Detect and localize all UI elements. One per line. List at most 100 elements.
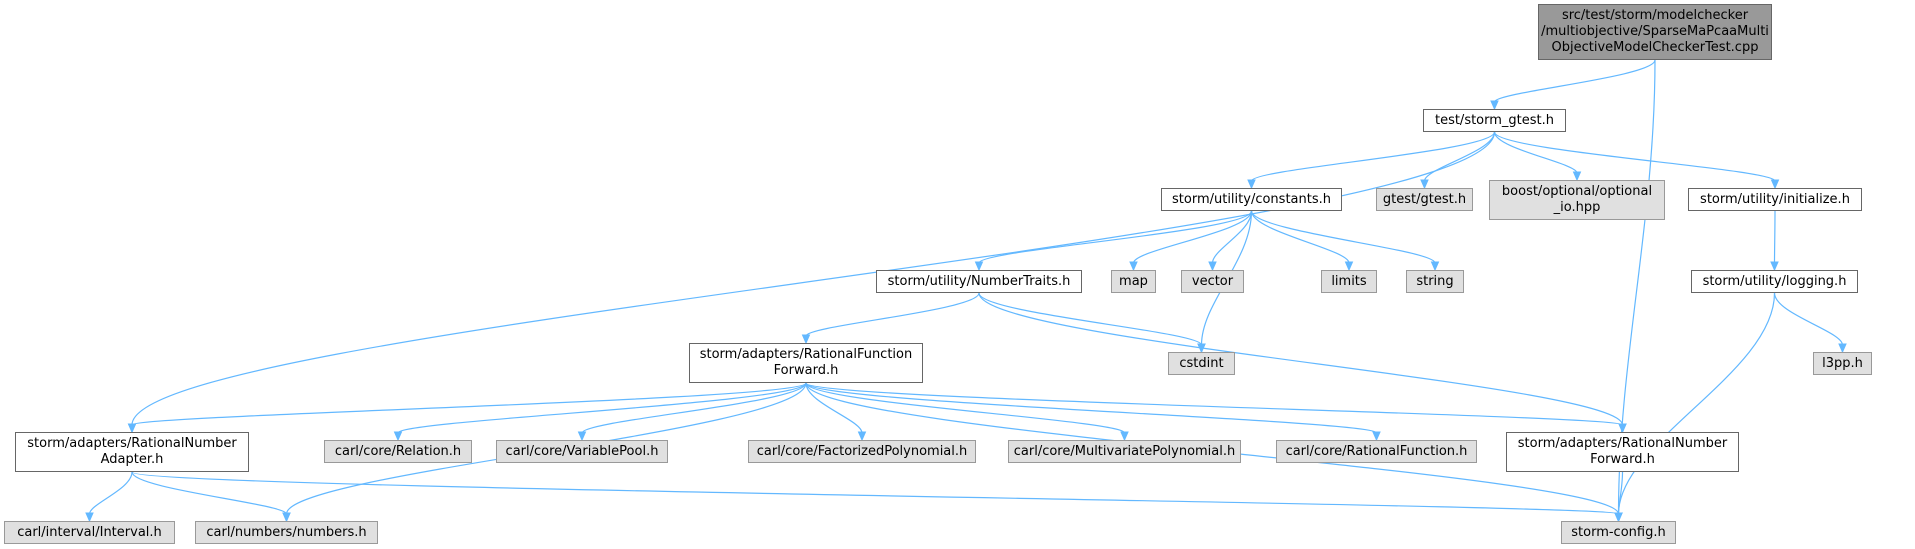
node-root[interactable]: src/test/storm/modelchecker/multiobjecti…: [1538, 4, 1772, 60]
edge-gtest-to-constants: [1250, 131, 1496, 182]
node-numbertraits[interactable]: storm/utility/NumberTraits.h: [876, 270, 1082, 293]
node-constants[interactable]: storm/utility/constants.h: [1161, 188, 1342, 211]
node-gtest[interactable]: test/storm_gtest.h: [1423, 109, 1566, 132]
edge-rff-to-varpool: [581, 382, 807, 434]
node-label-line: Forward.h: [773, 363, 839, 378]
node-label-line: storm/adapters/RationalNumber: [27, 436, 237, 451]
node-label-line: carl/core/VariablePool.h: [505, 443, 659, 459]
node-label-line: carl/core/Relation.h: [334, 443, 462, 459]
node-label-line: carl/numbers/numbers.h: [206, 524, 367, 540]
node-label-line: ObjectiveModelCheckerTest.cpp: [1551, 40, 1759, 55]
edge-arrowhead: [1490, 100, 1499, 111]
node-multipoly: carl/core/MultivariatePolynomial.h: [1008, 440, 1241, 463]
edge-rna-to-interval: [88, 471, 133, 515]
edge-arrowhead: [577, 431, 587, 442]
edge-constants-to-map: [1132, 210, 1253, 264]
edge-gtest-to-boostopt: [1493, 131, 1578, 174]
node-label-line: storm/utility/initialize.h: [1700, 191, 1850, 207]
edge-arrowhead: [801, 334, 811, 345]
edge-rff-to-factpoly: [805, 382, 863, 434]
edge-constants-to-vector: [1211, 210, 1253, 264]
node-label-line: carl/interval/Interval.h: [17, 524, 162, 540]
node-limits: limits: [1321, 270, 1377, 293]
edge-arrowhead: [1344, 261, 1354, 272]
node-ratfunc: carl/core/RationalFunction.h: [1276, 440, 1477, 463]
node-label-line: map: [1119, 273, 1148, 289]
edge-arrowhead: [1770, 179, 1780, 190]
edge-arrowhead: [1420, 179, 1429, 190]
node-label-line: test/storm_gtest.h: [1434, 112, 1555, 128]
edge-arrowhead: [127, 423, 137, 434]
edge-gtest-to-rna: [131, 131, 1496, 426]
edge-arrowhead: [1120, 431, 1129, 442]
node-relation: carl/core/Relation.h: [324, 440, 472, 463]
edge-rff-to-multipoly: [805, 382, 1126, 434]
edge-numbertraits-to-rff: [805, 292, 980, 337]
node-numbers: carl/numbers/numbers.h: [195, 521, 378, 544]
edge-numbertraits-to-rnf: [978, 292, 1624, 426]
edge-arrowhead: [1430, 261, 1440, 272]
node-factpoly: carl/core/FactorizedPolynomial.h: [748, 440, 976, 463]
edge-arrowhead: [1614, 512, 1623, 523]
node-l3pp: l3pp.h: [1813, 352, 1872, 375]
node-string: string: [1406, 270, 1464, 293]
node-label-line: _io.hpp: [1553, 200, 1601, 215]
edge-rna-to-config: [131, 471, 1620, 515]
node-varpool: carl/core/VariablePool.h: [496, 440, 668, 463]
edge-arrowhead: [1770, 261, 1779, 272]
node-label-line: l3pp.h: [1822, 355, 1863, 371]
edge-rff-to-ratfunc: [805, 382, 1378, 434]
edge-rff-to-relation: [397, 382, 807, 434]
node-label-line: storm/utility/NumberTraits.h: [887, 273, 1071, 289]
edge-arrowhead: [1618, 423, 1627, 434]
edge-arrowhead: [1372, 431, 1381, 442]
node-cstdint: cstdint: [1168, 352, 1235, 375]
edge-arrowhead: [857, 431, 867, 442]
edge-arrowhead: [1247, 179, 1256, 190]
node-boostopt: boost/optional/optional_io.hpp: [1489, 180, 1665, 220]
edge-constants-to-string: [1250, 210, 1436, 264]
edge-arrowhead: [282, 512, 291, 523]
edge-gtest-to-gtestgtest: [1423, 131, 1496, 182]
edge-rff-to-rnf: [805, 382, 1624, 426]
node-initialize[interactable]: storm/utility/initialize.h: [1688, 188, 1862, 211]
edge-constants-to-numbertraits: [978, 210, 1253, 264]
node-label-line: storm-config.h: [1571, 524, 1666, 540]
node-config: storm-config.h: [1561, 521, 1676, 544]
edge-arrowhead: [974, 261, 984, 272]
node-logging[interactable]: storm/utility/logging.h: [1691, 270, 1858, 293]
edge-constants-to-limits: [1250, 210, 1350, 264]
node-label-line: storm/utility/logging.h: [1702, 273, 1847, 289]
edge-logging-to-l3pp: [1773, 292, 1844, 346]
edge-arrowhead: [1572, 171, 1582, 182]
edge-arrowhead: [1129, 261, 1138, 272]
node-label-line: /multiobjective/SparseMaPcaaMulti: [1541, 24, 1769, 39]
node-label-line: Forward.h: [1590, 452, 1655, 467]
edge-gtest-to-initialize: [1493, 131, 1776, 182]
node-label-line: storm/adapters/RationalFunction: [699, 347, 913, 362]
node-label-line: carl/core/MultivariatePolynomial.h: [1013, 443, 1236, 459]
node-label-line: boost/optional/optional: [1501, 184, 1653, 199]
node-label-line: cstdint: [1179, 355, 1224, 371]
edge-rff-to-rna: [131, 382, 807, 426]
edge-initialize-to-logging: [1773, 210, 1776, 264]
node-label-line: carl/core/RationalFunction.h: [1285, 443, 1468, 459]
edge-arrowhead: [1838, 343, 1847, 354]
edge-logging-to-config: [1617, 292, 1776, 515]
edge-root-to-gtest: [1493, 59, 1656, 103]
node-label-line: src/test/storm/modelchecker: [1561, 8, 1749, 23]
node-gtestgtest: gtest/gtest.h: [1376, 188, 1473, 211]
node-label-line: vector: [1191, 273, 1234, 289]
edge-arrowhead: [393, 431, 403, 442]
edge-arrowhead: [1208, 261, 1217, 272]
node-label-line: limits: [1331, 273, 1367, 289]
edge-rna-to-numbers: [131, 471, 288, 515]
node-label-line: storm/adapters/RationalNumber: [1517, 436, 1728, 451]
node-label-line: gtest/gtest.h: [1382, 191, 1467, 207]
node-label-line: string: [1416, 273, 1454, 289]
